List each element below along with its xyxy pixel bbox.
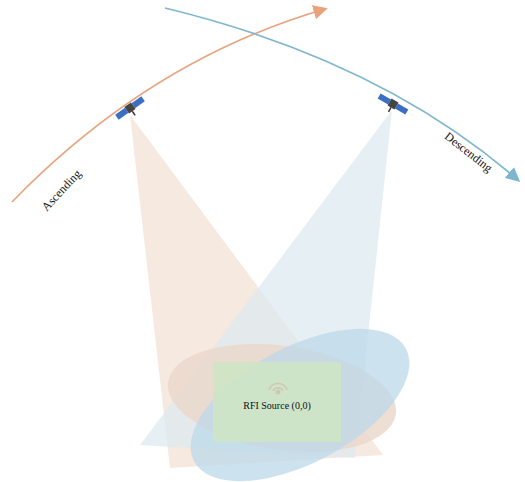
satellite-icon bbox=[115, 96, 149, 125]
satellite-icon bbox=[375, 93, 409, 120]
node-label: RFI Source (0,0) bbox=[243, 400, 311, 411]
descending-orbit bbox=[165, 8, 518, 180]
ascending-orbit bbox=[12, 9, 325, 202]
rfi-region: RFI Source (0,0) bbox=[213, 362, 341, 442]
orbit-label: Descending bbox=[441, 129, 495, 176]
descending-footprint bbox=[167, 297, 433, 482]
orbit-label: Ascending bbox=[39, 166, 85, 214]
